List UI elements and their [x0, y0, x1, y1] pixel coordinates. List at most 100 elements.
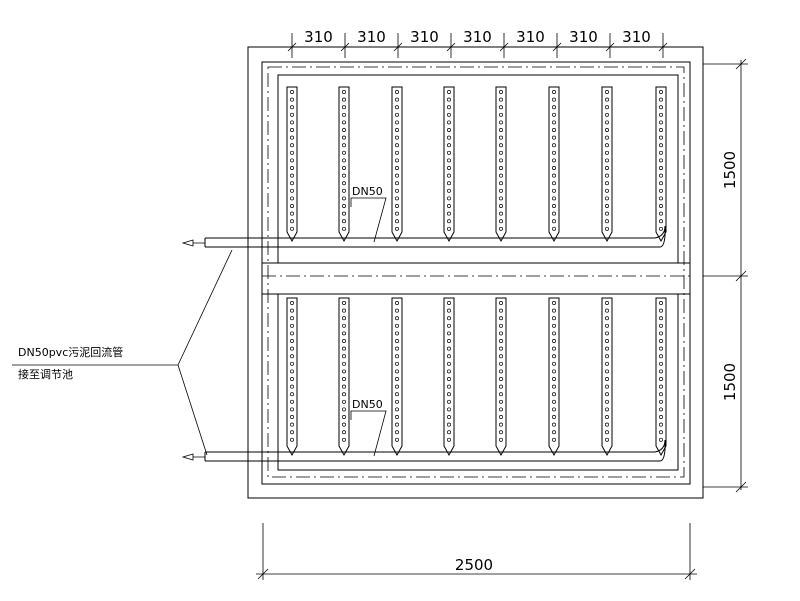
aeration-hole [447, 97, 451, 102]
perforated-lateral [338, 297, 350, 457]
aeration-hole [552, 316, 556, 321]
aeration-hole [659, 90, 663, 94]
aeration-hole [552, 211, 556, 216]
perforated-lateral [548, 297, 560, 457]
aeration-hole [605, 181, 609, 186]
aeration-hole [290, 112, 294, 117]
aeration-hole [290, 173, 294, 178]
aeration-hole [605, 196, 609, 201]
aeration-hole [290, 188, 294, 193]
bottom-dimension-line [256, 523, 697, 580]
aeration-hole [605, 219, 609, 224]
aeration-hole [395, 226, 399, 231]
aeration-hole [447, 90, 451, 94]
aeration-hole [659, 219, 663, 224]
aeration-hole [290, 354, 294, 359]
aeration-hole [499, 158, 503, 163]
aeration-hole [342, 105, 346, 110]
aeration-hole [342, 316, 346, 321]
aeration-hole [447, 204, 451, 208]
aeration-hole [290, 430, 294, 435]
dimension-top-segment: 310 [410, 28, 439, 46]
note-leader [12, 249, 233, 456]
aeration-hole [447, 188, 451, 193]
lower-chamber [277, 293, 679, 471]
aeration-hole [395, 219, 399, 224]
perforated-lateral [391, 297, 403, 457]
aeration-hole [499, 204, 503, 208]
aeration-hole [552, 308, 556, 313]
aeration-hole [290, 204, 294, 208]
aeration-hole [290, 158, 294, 163]
aeration-hole [290, 128, 294, 132]
aeration-hole [447, 384, 451, 389]
aeration-hole [499, 120, 503, 125]
aeration-hole [447, 158, 451, 163]
aeration-hole [552, 354, 556, 359]
aeration-hole [447, 354, 451, 359]
aeration-hole [605, 150, 609, 155]
aeration-hole [499, 331, 503, 336]
aeration-hole [499, 369, 503, 374]
aeration-hole [395, 384, 399, 389]
aeration-hole [552, 430, 556, 435]
pipe-label-lower: DN50 [352, 398, 383, 411]
aeration-hole [659, 430, 663, 435]
aeration-hole [447, 308, 451, 313]
aeration-hole [447, 226, 451, 231]
aeration-hole [290, 120, 294, 125]
aeration-hole [395, 354, 399, 359]
centerline-boundary [267, 66, 685, 478]
aeration-hole [290, 166, 294, 170]
perforated-lateral [443, 297, 455, 457]
aeration-hole [605, 173, 609, 178]
aeration-hole [552, 143, 556, 148]
aeration-hole [342, 211, 346, 216]
aeration-hole [605, 407, 609, 412]
aeration-hole [659, 399, 663, 404]
aeration-hole [499, 211, 503, 216]
aeration-hole [605, 105, 609, 110]
aeration-hole [447, 150, 451, 155]
aeration-hole [605, 128, 609, 132]
dimension-right-lower: 1500 [721, 363, 739, 401]
aeration-hole [342, 399, 346, 404]
aeration-hole [447, 361, 451, 366]
aeration-hole [447, 339, 451, 343]
aeration-hole [552, 323, 556, 328]
aeration-hole [499, 188, 503, 193]
aeration-hole [659, 407, 663, 412]
aeration-hole [447, 407, 451, 412]
aeration-hole [447, 166, 451, 170]
aeration-hole [605, 143, 609, 148]
aeration-hole [342, 437, 346, 442]
aeration-hole [342, 181, 346, 186]
aeration-hole [499, 173, 503, 178]
aeration-hole [659, 166, 663, 170]
aeration-hole [447, 219, 451, 224]
aeration-hole [290, 135, 294, 140]
aeration-hole [290, 377, 294, 381]
aeration-hole [499, 323, 503, 328]
aeration-hole [605, 316, 609, 321]
aeration-hole [395, 316, 399, 321]
dimension-top-segment: 310 [516, 28, 545, 46]
aeration-hole [659, 135, 663, 140]
aeration-hole [290, 181, 294, 186]
inner-wall [261, 61, 691, 485]
aeration-hole [552, 120, 556, 125]
aeration-hole [552, 173, 556, 178]
aeration-hole [342, 173, 346, 178]
aeration-hole [552, 226, 556, 231]
aeration-hole [447, 377, 451, 381]
aeration-hole [342, 150, 346, 155]
aeration-hole [659, 361, 663, 366]
aeration-hole [342, 188, 346, 193]
aeration-hole [552, 219, 556, 224]
aeration-hole [395, 128, 399, 132]
aeration-hole [499, 90, 503, 94]
aeration-hole [499, 354, 503, 359]
aeration-hole [395, 346, 399, 351]
aeration-hole [605, 211, 609, 216]
